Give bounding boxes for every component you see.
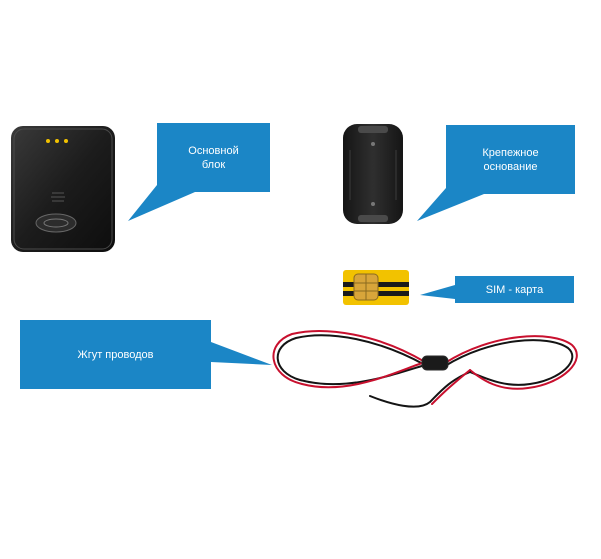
sim-card-label-text: SIM - карта <box>485 283 544 296</box>
mount-base-label-text: Крепежное основание <box>482 146 539 173</box>
main-unit-callout-pointer <box>128 185 195 221</box>
mount-base-image <box>343 124 403 224</box>
screw-hole-icon <box>371 202 375 206</box>
logo-icon <box>35 213 77 233</box>
main-unit-label-text: Основной блок <box>188 144 239 171</box>
wire-harness-label: Жгут проводов <box>20 320 211 389</box>
sim-callout-pointer <box>420 285 455 299</box>
sim-card-label: SIM - карта <box>455 276 574 303</box>
led-icon <box>55 139 59 143</box>
led-icon <box>46 139 50 143</box>
main-unit-label: Основной блок <box>157 123 270 192</box>
harness-callout-pointer <box>211 342 272 365</box>
wire-tie-icon <box>421 355 449 371</box>
screw-hole-icon <box>371 142 375 146</box>
sim-card-image <box>343 270 409 305</box>
mount-base-callout-pointer <box>417 188 484 221</box>
main-unit-image <box>11 126 115 252</box>
wire-harness-label-text: Жгут проводов <box>77 348 154 361</box>
led-icon <box>64 139 68 143</box>
mount-base-label: Крепежное основание <box>446 125 575 194</box>
wire-harness-image <box>272 330 578 408</box>
